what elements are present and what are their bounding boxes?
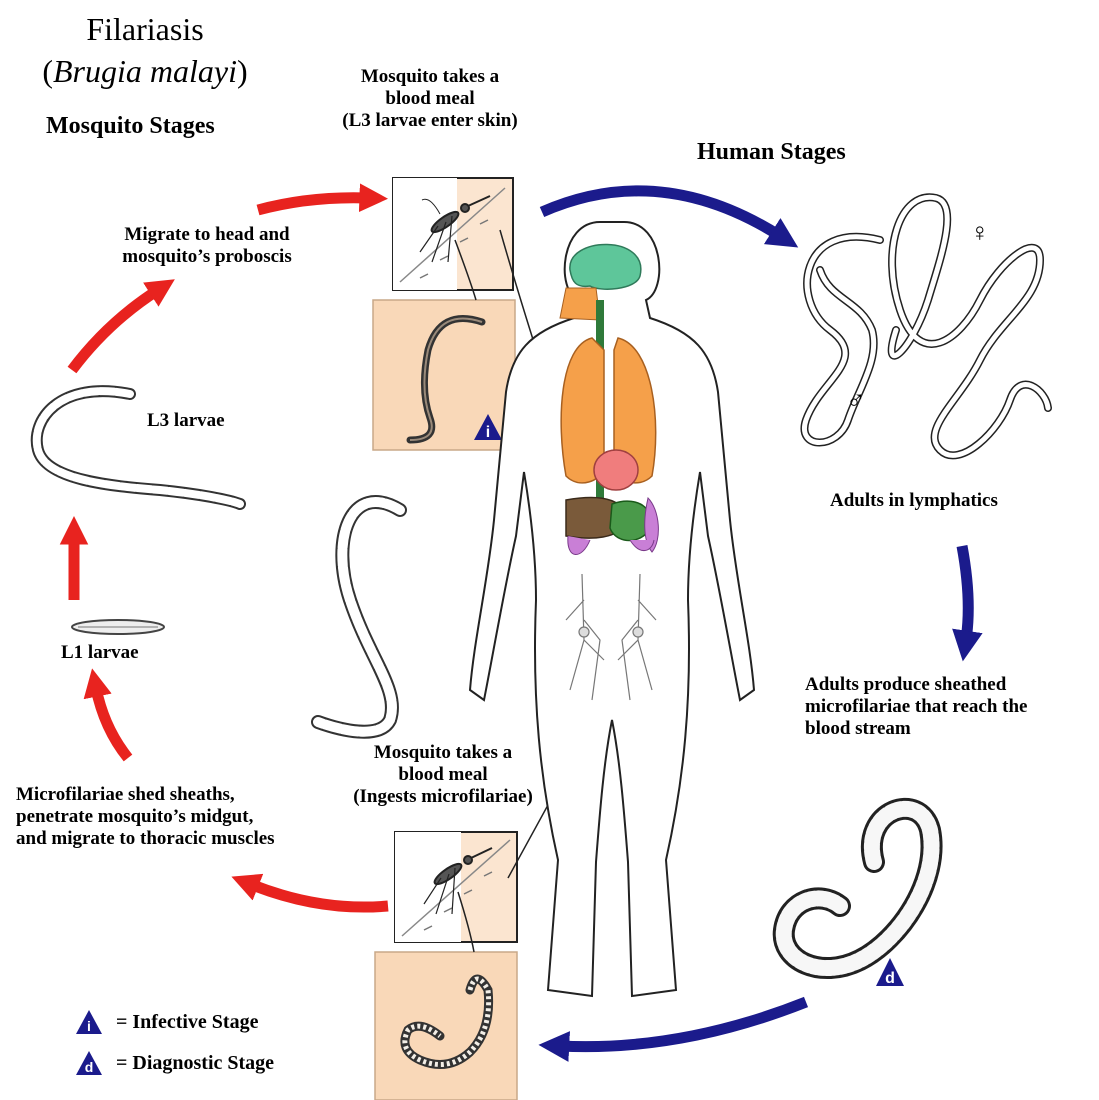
- male-symbol: ♂: [846, 390, 866, 412]
- label-l1-larvae: L1 larvae: [61, 642, 139, 664]
- brain-icon: [570, 244, 641, 289]
- label-l3-larvae: L3 larvae: [147, 410, 225, 432]
- arrow-to-bite: [258, 198, 368, 210]
- female-symbol: ♀: [970, 222, 990, 244]
- legend-infective-text: = Infective Stage: [116, 1011, 258, 1034]
- diagram-title: Filariasis (Brugia malayi): [0, 8, 290, 92]
- bite-panel-top: [393, 178, 513, 290]
- heart-icon: [594, 450, 638, 490]
- arrow-to-adults: [542, 191, 780, 236]
- sheathed-microfilaria-icon: [784, 809, 932, 968]
- legend-diagnostic-text: = Diagnostic Stage: [116, 1052, 274, 1075]
- arrow-to-midgut: [250, 884, 388, 907]
- arrow-to-second-bite: [560, 1002, 806, 1047]
- microfilaria-panel: [375, 952, 517, 1100]
- svg-text:d: d: [85, 1059, 94, 1075]
- adult-worms-icon: [804, 197, 1048, 455]
- svg-text:d: d: [885, 970, 895, 987]
- step-adults-lymphatics: Adults in lymphatics: [830, 490, 998, 512]
- legend-diagnostic: d = Diagnostic Stage: [76, 1051, 274, 1075]
- arrow-to-microfilariae: [962, 546, 968, 640]
- section-mosquito-stages: Mosquito Stages: [46, 112, 215, 140]
- diagnostic-stage-icon: d: [76, 1051, 102, 1075]
- svg-text:i: i: [486, 424, 490, 441]
- legend-infective: i = Infective Stage: [76, 1010, 258, 1034]
- title-main: Filariasis: [0, 8, 290, 50]
- step-midgut-migration: Microfilariae shed sheaths,penetrate mos…: [16, 784, 275, 850]
- l1-larva-icon: [72, 620, 164, 634]
- bite-panel-bottom: [395, 832, 517, 942]
- l3-larva-panel: i: [373, 300, 515, 450]
- developing-larva-icon: [318, 502, 400, 732]
- section-human-stages: Human Stages: [697, 138, 846, 166]
- infective-stage-icon: i: [76, 1010, 102, 1034]
- title-scientific-name: (Brugia malayi): [0, 50, 290, 92]
- arrow-to-migrate: [72, 290, 158, 370]
- svg-text:i: i: [87, 1018, 91, 1034]
- l3-larva-large-icon: [37, 391, 240, 504]
- arrow-to-l1: [96, 688, 128, 758]
